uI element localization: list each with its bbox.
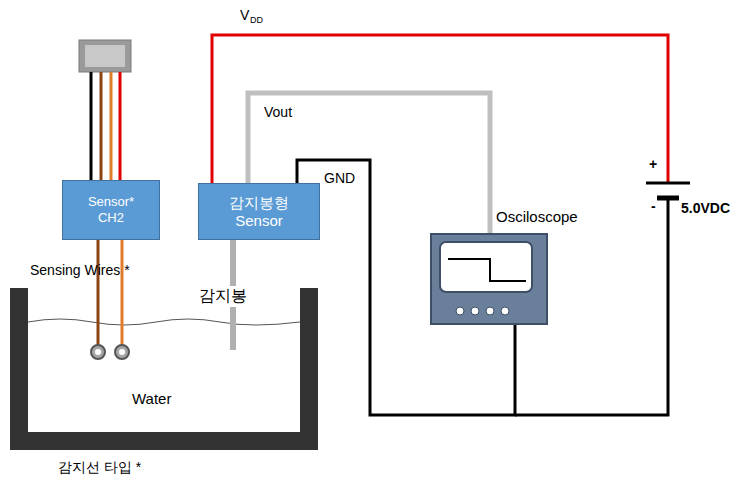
edge-label: GND xyxy=(322,170,357,186)
node-heading: Osciloscope xyxy=(496,208,578,225)
water-surface xyxy=(28,319,300,325)
sensing-wire xyxy=(97,240,100,345)
label: - xyxy=(651,198,656,214)
wire-brown xyxy=(100,72,103,180)
sensing-wire xyxy=(121,240,124,345)
node-text: 감지봉형 Sensor xyxy=(222,194,296,230)
wire-orange xyxy=(110,72,113,180)
node-text: Sensor* CH2 xyxy=(81,194,141,225)
wire-red xyxy=(119,72,122,180)
battery-plate xyxy=(646,182,690,185)
label: + xyxy=(649,156,657,172)
sensor-box: Sensor* CH2 xyxy=(62,180,160,240)
oscilloscope: Osciloscope xyxy=(430,233,548,325)
connector-face xyxy=(85,45,125,67)
electrode xyxy=(115,345,129,359)
electrode-hole xyxy=(95,349,101,355)
label: 5.0VDC xyxy=(681,200,730,216)
label: 감지봉 xyxy=(197,286,249,307)
electrode xyxy=(91,345,105,359)
label: Water xyxy=(132,390,171,407)
sensor-box: 감지봉형 Sensor xyxy=(198,183,320,240)
label: DD xyxy=(250,15,263,25)
edge-label: Vout xyxy=(262,104,294,120)
label: 감지선 타입 * xyxy=(58,459,141,477)
label: V xyxy=(240,7,249,23)
scope-face xyxy=(432,235,546,323)
label: Sensing Wires * xyxy=(30,262,130,278)
water-tank xyxy=(10,288,318,450)
connector-plug xyxy=(79,40,131,72)
vdd-wire xyxy=(212,35,668,183)
wire-black xyxy=(90,72,93,180)
electrode-hole xyxy=(119,349,125,355)
